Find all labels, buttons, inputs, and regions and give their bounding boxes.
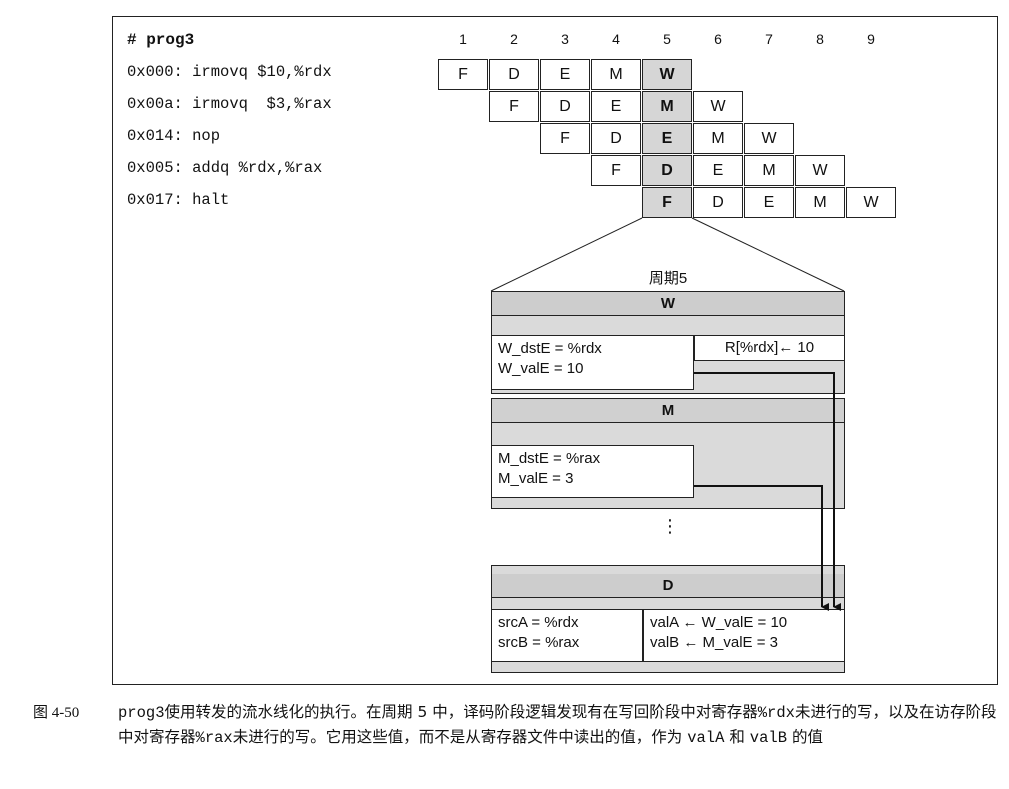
caption-part: %rdx: [757, 704, 795, 722]
w-vale: W_valE = 10: [498, 360, 584, 377]
stage-cell: D: [693, 187, 743, 218]
stage-cell: E: [744, 187, 794, 218]
code-line-5: 0x017: halt: [127, 191, 230, 209]
m-vale: M_valE = 3: [498, 470, 574, 487]
stage-cell: F: [540, 123, 590, 154]
d-stage-values: valA ← W_valE = 10 valB ← M_valE = 3: [643, 609, 845, 662]
cycle-label-7: 7: [765, 31, 773, 47]
code-line-2: 0x00a: irmovq $3,%rax: [127, 95, 332, 113]
code-line-4: 0x005: addq %rdx,%rax: [127, 159, 323, 177]
stage-cell: D: [591, 123, 641, 154]
caption-part: %rax: [195, 729, 233, 747]
caption-part: 未进行的写。它用这些值，而不是从寄存器文件中读出的值，作为: [232, 728, 683, 746]
m-dste: M_dstE = %rax: [498, 450, 601, 467]
caption-number: 图 4-50: [33, 705, 80, 721]
stage-cell: E: [693, 155, 743, 186]
zoom-lines: [490, 217, 845, 292]
stage-cell: E: [540, 59, 590, 90]
stage-cell: W: [846, 187, 896, 218]
stage-cell: W: [795, 155, 845, 186]
cycle-label-9: 9: [867, 31, 875, 47]
caption-part: 使用转发的流水线化的执行。在周期 5 中，译码阶段逻辑发现有在写回阶段中对寄存器: [164, 703, 758, 721]
stage-cell: M: [591, 59, 641, 90]
w-stage-label: W: [492, 292, 844, 316]
forward-arrow-m-vale: [694, 485, 829, 611]
caption-part: 和: [729, 728, 745, 746]
stage-cell: W: [693, 91, 743, 122]
forwarding-arrows: [694, 372, 841, 611]
program-title: # prog3: [127, 31, 195, 49]
code-line-3: 0x014: nop: [127, 127, 221, 145]
cycle-label-5: 5: [663, 31, 671, 47]
forward-arrow-w-vale: [694, 372, 841, 611]
stage-cell: D: [540, 91, 590, 122]
src-a: srcA = %rdx: [498, 614, 579, 631]
cycle-label-2: 2: [510, 31, 518, 47]
stage-cell: M: [795, 187, 845, 218]
cycle-label-1: 1: [459, 31, 467, 47]
stage-cell: E: [591, 91, 641, 122]
stage-cell-highlight: W: [642, 59, 692, 90]
caption-part: 未进行的写，以及在访存阶段中对寄存器: [118, 703, 997, 746]
stage-cell: F: [591, 155, 641, 186]
caption-part: valA: [687, 729, 725, 747]
cycle-label-3: 3: [561, 31, 569, 47]
d-stage-label: D: [492, 574, 844, 598]
register-write: R[%rdx]← 10: [694, 335, 845, 361]
stage-cell: M: [693, 123, 743, 154]
m-stage-label: M: [492, 399, 844, 423]
val-a: valA ← W_valE = 10: [650, 614, 788, 631]
stage-cell: W: [744, 123, 794, 154]
detail-title: 周期5: [648, 270, 688, 287]
caption-text: prog3使用转发的流水线化的执行。在周期 5 中，译码阶段逻辑发现有在写回阶段…: [118, 700, 998, 750]
stage-cell: M: [744, 155, 794, 186]
code-line-1: 0x000: irmovq $10,%rdx: [127, 63, 332, 81]
src-b: srcB = %rax: [498, 634, 580, 651]
stage-cell-highlight: E: [642, 123, 692, 154]
cycle-label-4: 4: [612, 31, 620, 47]
d-stage-sources: srcA = %rdx srcB = %rax: [491, 609, 643, 662]
caption-part: valB: [749, 729, 788, 747]
stage-cell: F: [438, 59, 488, 90]
w-stage-registers: W_dstE = %rdx W_valE = 10: [491, 335, 694, 390]
stage-ellipsis: ⋮: [661, 516, 679, 536]
cycle-label-8: 8: [816, 31, 824, 47]
caption-part: 的值: [791, 728, 823, 746]
stage-cell: F: [489, 91, 539, 122]
caption-part: prog3: [118, 704, 165, 722]
w-dste: W_dstE = %rdx: [498, 340, 602, 357]
stage-cell-highlight: M: [642, 91, 692, 122]
cycle-label-6: 6: [714, 31, 722, 47]
figure-frame: # prog3 0x000: irmovq $10,%rdx 0x00a: ir…: [112, 16, 998, 685]
m-stage-registers: M_dstE = %rax M_valE = 3: [491, 445, 694, 498]
stage-cell: D: [489, 59, 539, 90]
stage-cell-highlight: D: [642, 155, 692, 186]
val-b: valB ← M_valE = 3: [650, 634, 778, 651]
stage-cell-highlight: F: [642, 187, 692, 218]
